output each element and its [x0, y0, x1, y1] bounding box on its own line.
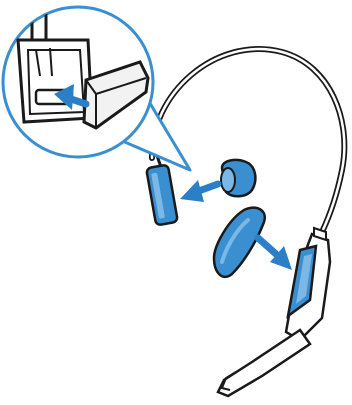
earpiece-icon [286, 228, 330, 340]
headband-icon [152, 49, 344, 232]
left-arrow-icon [180, 180, 218, 202]
microphone-boom [218, 330, 310, 396]
foam-tip-icon [221, 160, 255, 196]
ear-pad-icon [214, 208, 265, 277]
down-right-arrow-icon [258, 238, 292, 270]
mic-boom-icon [146, 165, 178, 226]
mic-clip-detail-icon [3, 0, 153, 157]
